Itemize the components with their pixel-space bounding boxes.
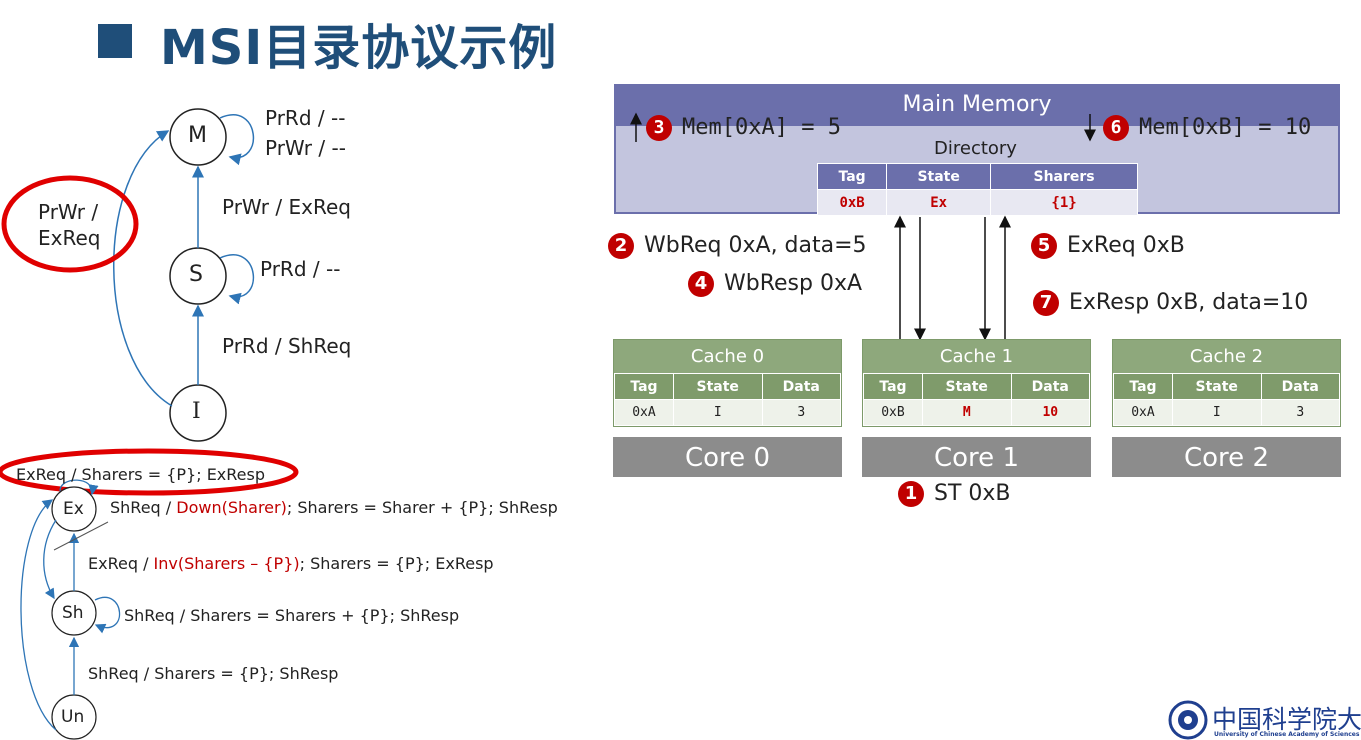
un-to-sh-label: ShReq / Sharers = {P}; ShResp (88, 664, 339, 683)
title-bullet (98, 24, 132, 58)
state-i-label: I (192, 399, 201, 424)
m-self-label-2: PrWr / -- (265, 136, 346, 160)
ex-self-label: ExReq / Sharers = {P}; ExResp (16, 465, 265, 484)
i-to-m-label-1: PrWr / (38, 200, 99, 224)
sh-self-label: ShReq / Sharers = Sharers + {P}; ShResp (124, 606, 460, 625)
state-sh-label: Sh (62, 603, 84, 623)
i-to-m-label-2: ExReq (38, 226, 101, 250)
state-un-label: Un (61, 707, 85, 727)
core-2: Core 2 (1112, 437, 1341, 477)
core-1: Core 1 (862, 437, 1091, 477)
highlight-ellipse-exreq (0, 448, 299, 496)
highlight-ellipse-prwr (1, 175, 139, 273)
arrow-s-self (219, 254, 255, 305)
logo-en: University of Chinese Academy of Science… (1214, 731, 1360, 738)
sh-to-ex-label: ExReq / Inv(Sharers – {P}); Sharers = {P… (88, 554, 494, 573)
core-0: Core 0 (613, 437, 842, 477)
message-arrows (630, 112, 1096, 341)
step6-badge: 6 (1103, 115, 1129, 141)
fsm-diagrams (0, 108, 299, 740)
arrow-sh-self (94, 596, 121, 634)
arrow-un-to-ex (20, 499, 57, 731)
directory-title: Directory (934, 138, 1017, 159)
arrow-ex-to-sh (43, 519, 57, 600)
s-to-m-label: PrWr / ExReq (222, 195, 351, 219)
state-ex-label: Ex (63, 499, 84, 519)
arrow-m-self (219, 114, 255, 166)
m-self-label-1: PrRd / -- (265, 106, 346, 130)
step3-badge: 3 (646, 115, 672, 141)
main-memory-bar: Main Memory (614, 84, 1340, 124)
s-self-label: PrRd / -- (260, 257, 341, 281)
i-to-s-label: PrRd / ShReq (222, 334, 352, 358)
state-m-label: M (188, 123, 207, 148)
university-seal-icon (1168, 700, 1208, 740)
ex-to-sh-label: ShReq / Down(Sharer); Sharers = Sharer +… (110, 498, 558, 517)
pointer-line (53, 521, 109, 551)
slide-title: MSI目录协议示例 (160, 20, 558, 76)
state-m-circle (169, 108, 227, 166)
logo-cn: 中国科学院大学 (1212, 705, 1361, 734)
arrow-i-to-m (113, 130, 173, 407)
state-s-label: S (189, 262, 203, 287)
arrow-ex-self (59, 479, 99, 496)
